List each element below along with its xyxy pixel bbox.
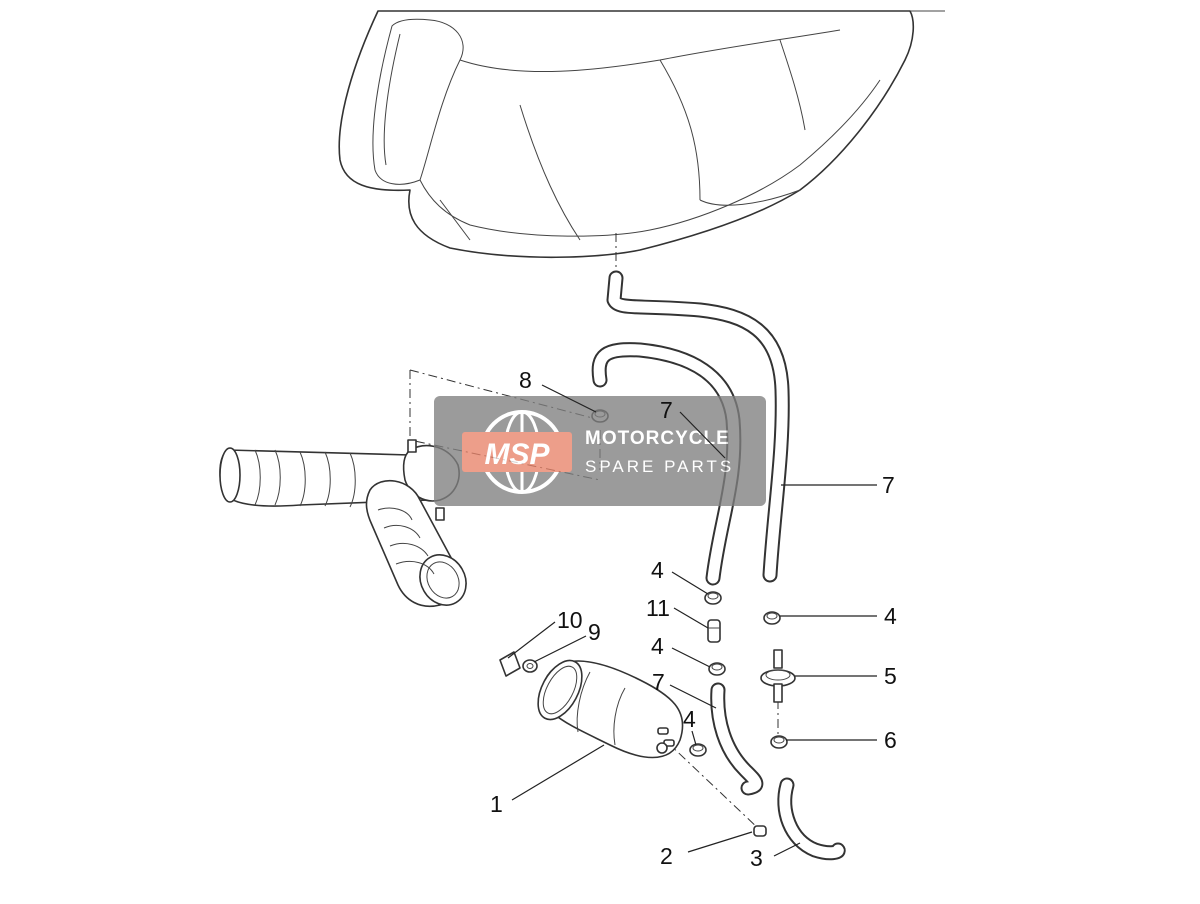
callout-8: 8 <box>519 367 532 393</box>
callout-4-middle: 4 <box>651 633 664 659</box>
leader-10 <box>507 621 556 659</box>
callout-7-right: 7 <box>882 472 895 498</box>
callout-4-lower: 4 <box>683 706 696 732</box>
assembly-dashline-intake-top <box>409 369 601 421</box>
watermark: MSP MOTORCYCLE SPARE PARTS <box>434 396 766 506</box>
hose-short-lower <box>710 682 764 796</box>
watermark-logo-badge <box>462 432 572 472</box>
connector-part-11 <box>707 619 721 643</box>
watermark-line2: SPARE PARTS <box>585 457 734 476</box>
callout-6: 6 <box>884 727 897 753</box>
leader-3 <box>773 842 801 857</box>
callout-5: 5 <box>884 663 897 689</box>
callout-1: 1 <box>490 791 503 817</box>
seat-underside-drawing <box>338 10 945 259</box>
clip-part-6 <box>770 735 788 749</box>
leader-4c <box>671 647 711 668</box>
leader-2 <box>687 831 753 853</box>
clip-part-4-lower <box>689 743 707 757</box>
callout-9: 9 <box>588 619 601 645</box>
callout-4-upper-left: 4 <box>651 557 664 583</box>
hose-middle <box>591 342 742 586</box>
leader-4d <box>691 730 697 746</box>
clip-part-4-middle <box>708 662 726 676</box>
callout-leader-lines <box>507 384 877 857</box>
leader-1 <box>511 744 605 801</box>
callout-7-upper: 7 <box>660 397 673 423</box>
callout-4-upper-right: 4 <box>884 603 897 629</box>
watermark-logo-text: MSP <box>484 438 550 471</box>
callout-2: 2 <box>660 843 673 869</box>
leader-9 <box>533 635 587 663</box>
clip-part-4-upper-left <box>704 591 722 605</box>
hose-u-bottom <box>777 777 846 861</box>
callout-7-lower: 7 <box>652 669 665 695</box>
watermark-band <box>434 396 766 506</box>
plug-part-2 <box>753 825 767 837</box>
air-intake-duct-assembly <box>219 439 467 607</box>
callout-labels: 8 7 7 4 4 11 4 5 7 4 6 10 9 1 2 3 <box>490 367 897 871</box>
assembly-dashline-canister <box>664 739 761 831</box>
leader-11 <box>673 607 709 629</box>
valve-part-5 <box>760 649 796 703</box>
bracket-part-10 <box>499 651 521 677</box>
ring-part-9 <box>522 659 538 673</box>
leader-7c <box>669 684 717 709</box>
leader-4a <box>671 571 709 595</box>
leader-7a <box>679 411 726 459</box>
callout-3: 3 <box>750 845 763 871</box>
clip-part-4-upper-right <box>763 611 781 625</box>
callout-10: 10 <box>557 607 583 633</box>
leader-8 <box>541 384 597 413</box>
callout-11: 11 <box>646 595 670 621</box>
charcoal-canister-part-1 <box>537 659 684 759</box>
watermark-line1: MOTORCYCLE <box>585 428 730 449</box>
hose-long-right <box>606 270 790 583</box>
